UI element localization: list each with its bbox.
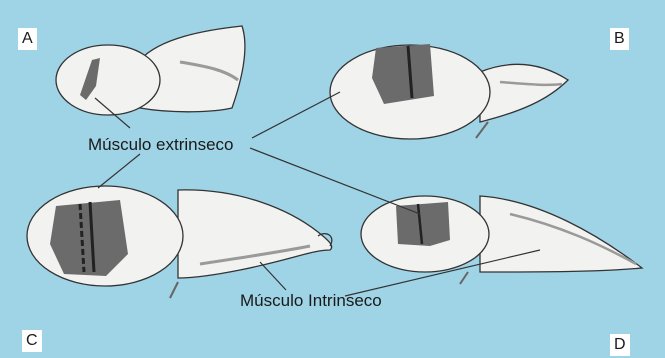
specimen-a-body (56, 45, 160, 115)
specimen-b-muscle (372, 44, 434, 104)
specimen-d-fin (460, 272, 468, 284)
panel-label-b: B (610, 28, 629, 50)
specimen-c (27, 186, 332, 298)
leader-extrinsic-d (250, 148, 420, 214)
leader-intrinsic-c (260, 262, 286, 290)
specimen-b-fin (476, 122, 488, 138)
panel-label-c: C (22, 330, 42, 352)
specimen-b-tail (480, 64, 568, 122)
leader-extrinsic-b (252, 92, 340, 138)
specimen-a (56, 26, 245, 115)
specimen-d-tail (480, 196, 642, 272)
label-extrinsic-muscle: Músculo extrinseco (88, 136, 234, 153)
specimen-d (361, 196, 642, 284)
specimen-b (330, 44, 568, 139)
label-intrinsic-muscle: Músculo Intrinseco (240, 292, 382, 309)
panel-label-a: A (18, 28, 37, 50)
specimen-d-muscle (396, 202, 450, 246)
panel-label-d: D (610, 334, 630, 356)
specimen-c-muscle (50, 200, 128, 276)
leader-extrinsic-c (98, 154, 140, 188)
specimen-c-fin (170, 282, 178, 298)
